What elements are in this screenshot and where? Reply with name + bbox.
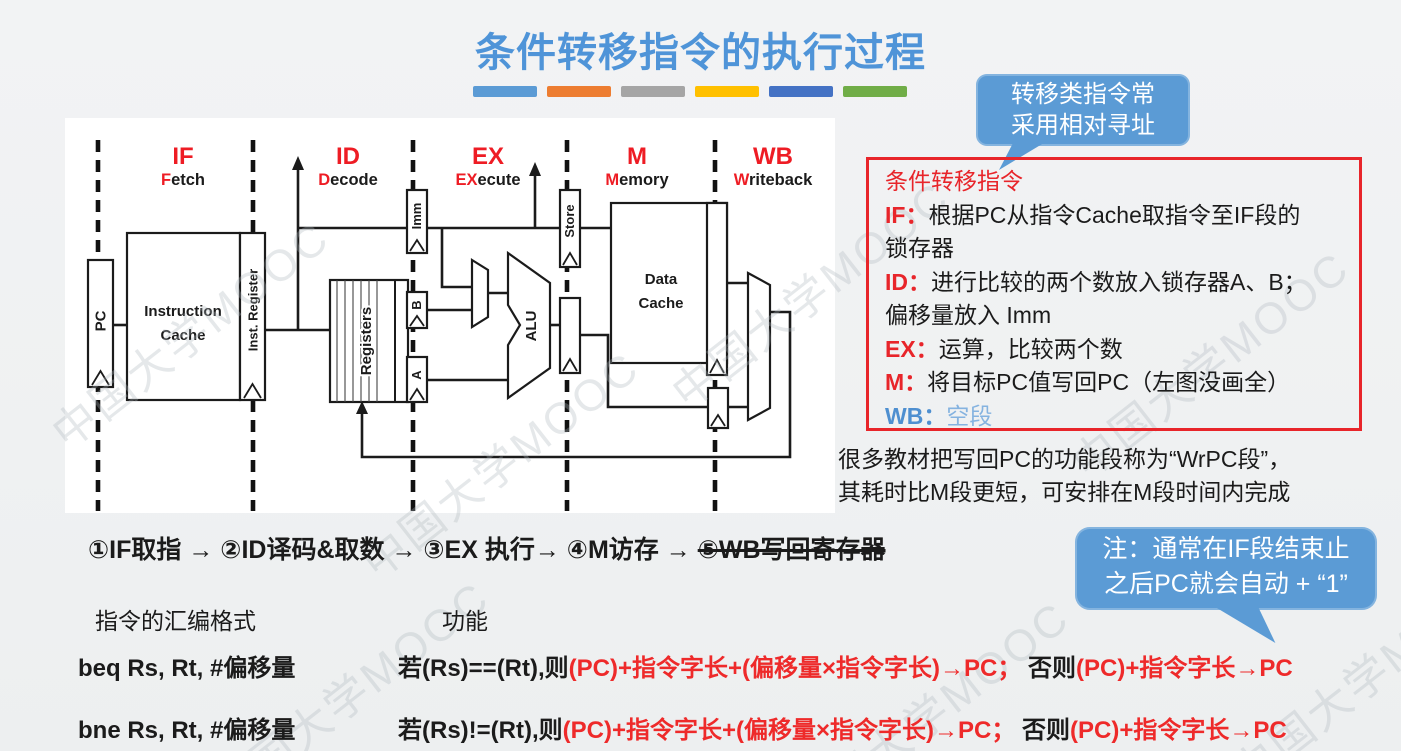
table-header-asm-format: 指令的汇编格式 xyxy=(95,608,256,634)
pc-increment-bubble: 注：通常在IF段结束止 之后PC就会自动 + “1” xyxy=(1075,527,1377,610)
svg-text:Registers: Registers xyxy=(358,307,375,375)
svg-text:Fetch: Fetch xyxy=(161,171,205,189)
branch-box-item: IF：根据PC从指令Cache取指令至IF段的锁存器 xyxy=(885,201,1301,262)
svg-text:B: B xyxy=(409,300,424,309)
alu-block: ALU xyxy=(506,250,552,401)
branch-box-item: EX：运算，比较两个数 xyxy=(885,335,1123,362)
wrpc-note-line: 其耗时比M段更短，可安排在M段时间内完成 xyxy=(838,479,1291,505)
branch-box-item: WB：空段 xyxy=(885,402,993,429)
accent-bar xyxy=(473,86,537,97)
bubble-line: 采用相对寻址 xyxy=(1011,112,1155,139)
instruction-cache-block: Instruction Cache xyxy=(125,231,242,402)
svg-text:EXecute: EXecute xyxy=(455,171,520,189)
svg-text:WB: WB xyxy=(753,143,793,170)
alu-output-latch xyxy=(558,296,582,375)
svg-text:Decode: Decode xyxy=(318,171,378,189)
execution-steps: ①IF取指 → ②ID译码&取数 → ③EX 执行→ ④M访存 → ⑤WB写回寄… xyxy=(88,530,886,566)
mem-wb-latch xyxy=(705,201,729,377)
svg-text:IF: IF xyxy=(172,143,193,170)
operand-mux xyxy=(470,258,490,329)
svg-text:Store: Store xyxy=(562,204,577,237)
svg-text:Imm: Imm xyxy=(409,203,424,230)
bubble-line: 之后PC就会自动 + “1” xyxy=(1104,570,1348,598)
function-cell: 若(Rs)!=(Rt),则(PC)+指令字长+(偏移量×指令字长)→PC； 否则… xyxy=(398,717,1287,744)
bubble-tail xyxy=(1215,607,1276,643)
branch-box-item: M：将目标PC值写回PC（左图没画全） xyxy=(885,369,1291,395)
branch-box-item: ID：进行比较的两个数放入锁存器A、B；偏移量放入 Imm xyxy=(885,268,1307,329)
asm-format-cell: bne Rs, Rt, #偏移量 xyxy=(78,717,296,744)
svg-text:Cache: Cache xyxy=(160,327,205,344)
svg-text:ID: ID xyxy=(336,143,360,170)
accent-bar xyxy=(769,86,833,97)
a-latch: A xyxy=(405,355,429,404)
pc-latch: PC xyxy=(86,258,115,389)
svg-text:ALU: ALU xyxy=(523,311,540,342)
svg-text:Memory: Memory xyxy=(605,171,669,189)
asm-format-cell: beq Rs, Rt, #偏移量 xyxy=(78,655,296,682)
accent-bar xyxy=(843,86,907,97)
svg-text:Inst. Register: Inst. Register xyxy=(246,269,261,351)
imm-latch: Imm xyxy=(405,188,429,255)
relative-addressing-bubble: 转移类指令常 采用相对寻址 xyxy=(976,74,1190,146)
branch-box-title: 条件转移指令 xyxy=(885,168,1023,194)
svg-text:EX: EX xyxy=(472,143,504,170)
store-latch: Store xyxy=(558,188,582,269)
title-accent-bars xyxy=(473,86,907,97)
pipeline-diagram: PC Instruction Cache Inst. Register Regi… xyxy=(65,118,835,513)
bubble-line: 转移类指令常 xyxy=(1011,81,1155,108)
function-cell: 若(Rs)==(Rt),则(PC)+指令字长+(偏移量×指令字长)→PC； 否则… xyxy=(398,655,1293,682)
accent-bar xyxy=(547,86,611,97)
wrpc-note-line: 很多教材把写回PC的功能段称为“WrPC段”， xyxy=(838,446,1292,472)
svg-text:Writeback: Writeback xyxy=(734,171,813,189)
svg-text:Cache: Cache xyxy=(638,295,683,312)
steps-normal: ①IF取指 → ②ID译码&取数 → ③EX 执行→ ④M访存 → xyxy=(88,536,698,564)
svg-text:M: M xyxy=(627,143,647,170)
steps-struck-wb: ⑤WB写回寄存器 xyxy=(697,536,886,564)
svg-text:Instruction: Instruction xyxy=(144,303,222,320)
accent-bar xyxy=(621,86,685,97)
slide-title: 条件转移指令的执行过程 xyxy=(475,31,926,75)
instruction-register-latch: Inst. Register xyxy=(238,231,267,402)
svg-text:A: A xyxy=(409,370,424,380)
b-latch: B xyxy=(405,290,429,330)
table-header-function: 功能 xyxy=(442,608,488,634)
register-file-block: Registers xyxy=(328,278,410,404)
svg-text:Data: Data xyxy=(645,271,678,288)
svg-text:PC: PC xyxy=(93,310,110,331)
bubble-line: 注：通常在IF段结束止 xyxy=(1102,535,1350,563)
accent-bar xyxy=(695,86,759,97)
diagram-wires xyxy=(113,156,792,459)
wrpc-note: 很多教材把写回PC的功能段称为“WrPC段”， 其耗时比M段更短，可安排在M段时… xyxy=(838,443,1291,509)
stage-labels: IF Fetch ID Decode EX EXecute M Memory W… xyxy=(161,143,813,189)
alu-result-latch xyxy=(706,386,730,430)
writeback-mux xyxy=(746,271,772,422)
